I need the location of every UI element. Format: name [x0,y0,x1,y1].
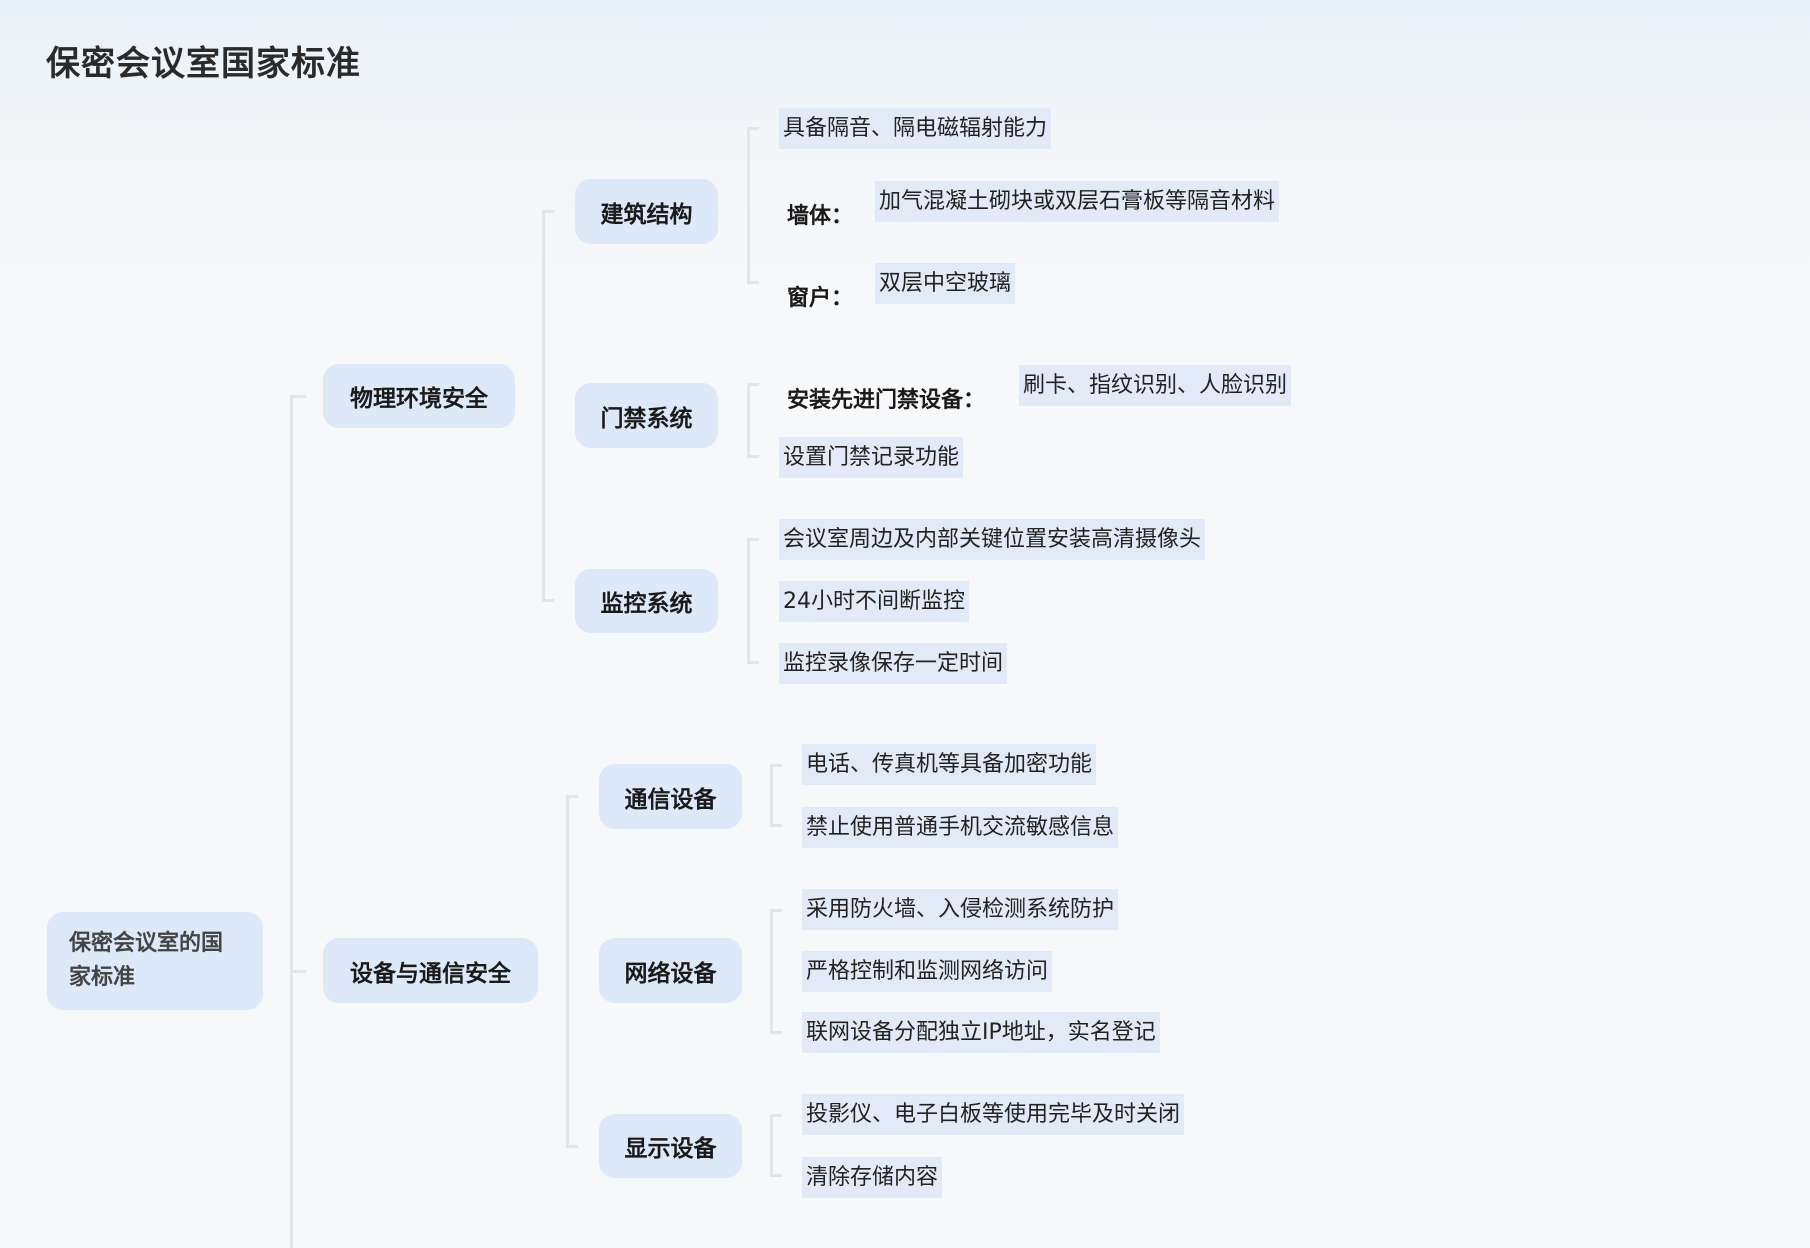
bracket-building [747,127,759,284]
leaf-item[interactable]: 会议室周边及内部关键位置安装高清摄像头 [779,519,1206,560]
bracket-display [770,1114,782,1177]
bracket-monitor [747,538,759,664]
bracket-access [747,383,759,458]
leaf-item[interactable]: 刷卡、指纹识别、人脸识别 [1019,365,1292,406]
root-node[interactable]: 保密会议室的国家标准 [47,912,263,1010]
leaf-item[interactable]: 具备隔音、隔电磁辐射能力 [779,108,1052,149]
node-label: 显示设备 [624,1136,717,1162]
node-building-structure[interactable]: 建筑结构 [575,179,718,244]
leaf-item[interactable]: 投影仪、电子白板等使用完毕及时关闭 [802,1094,1185,1135]
leaf-item[interactable]: 加气混凝土砌块或双层石膏板等隔音材料 [875,181,1280,222]
node-label: 设备与通信安全 [350,960,511,987]
leaf-item[interactable]: 双层中空玻璃 [875,263,1016,304]
node-communication[interactable]: 通信设备 [599,764,742,829]
leaf-key-label: 安装先进门禁设备： [787,388,986,413]
node-physical-security[interactable]: 物理环境安全 [323,364,515,428]
leaf-item[interactable]: 24小时不间断监控 [779,581,969,622]
leaf-item[interactable]: 清除存储内容 [802,1157,943,1198]
trunk-connector [290,395,293,1248]
page-title: 保密会议室国家标准 [46,44,361,84]
leaf-item[interactable]: 设置门禁记录功能 [779,437,964,478]
connector-tick [290,970,306,973]
leaf-key-label: 墙体： [787,204,854,229]
node-device-comm-security[interactable]: 设备与通信安全 [323,938,538,1003]
node-display[interactable]: 显示设备 [599,1114,742,1178]
connector-tick [290,395,306,398]
leaf-item[interactable]: 联网设备分配独立IP地址，实名登记 [802,1012,1160,1053]
node-label: 物理环境安全 [350,386,488,412]
leaf-key-label: 窗户： [787,286,854,311]
leaf-item[interactable]: 严格控制和监测网络访问 [802,951,1053,992]
node-monitoring[interactable]: 监控系统 [575,569,718,633]
leaf-item[interactable]: 监控录像保存一定时间 [779,643,1008,684]
node-label: 门禁系统 [600,405,693,432]
node-access-control[interactable]: 门禁系统 [575,383,718,448]
node-label: 网络设备 [624,960,717,987]
bracket-physical [542,210,554,602]
node-network[interactable]: 网络设备 [599,938,742,1003]
node-label: 通信设备 [624,786,717,813]
node-label: 监控系统 [600,591,693,617]
leaf-item[interactable]: 电话、传真机等具备加密功能 [802,744,1097,785]
bracket-devices [566,795,578,1148]
leaf-item[interactable]: 采用防火墙、入侵检测系统防护 [802,889,1119,930]
root-label: 保密会议室的国家标准 [69,931,224,990]
leaf-item[interactable]: 禁止使用普通手机交流敏感信息 [802,807,1119,848]
bracket-comm [770,764,782,827]
node-label: 建筑结构 [600,201,693,228]
bracket-network [770,909,782,1034]
